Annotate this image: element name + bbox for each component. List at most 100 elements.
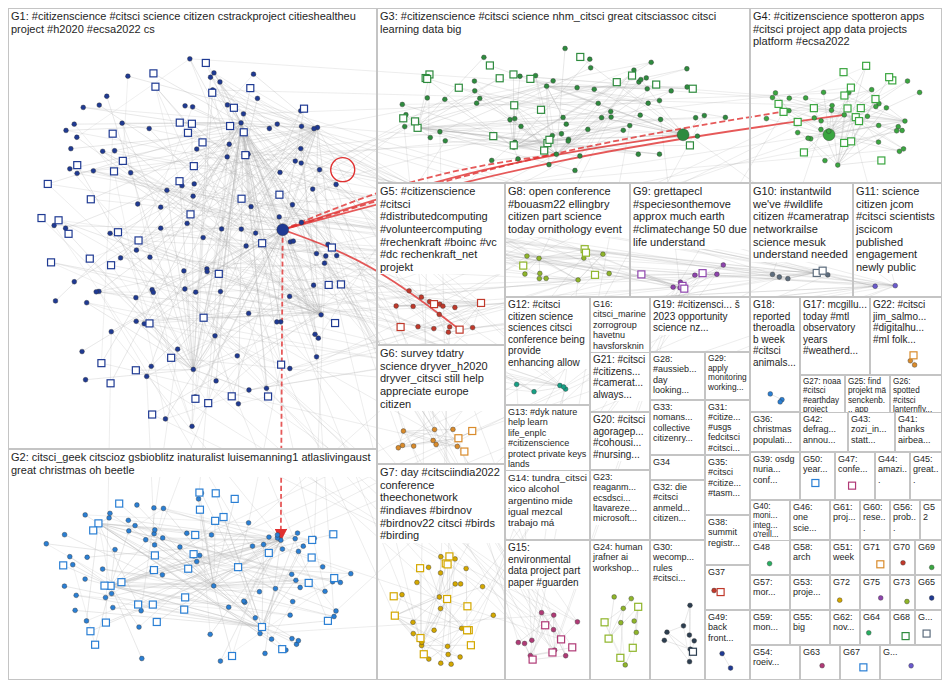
vertex-thumbnail bbox=[65, 230, 72, 237]
vertex bbox=[929, 565, 934, 570]
vertex bbox=[67, 554, 72, 559]
vertex bbox=[126, 518, 131, 523]
vertex bbox=[133, 295, 138, 300]
vertex-thumbnail bbox=[278, 361, 285, 368]
group-box: G18: reported theroadlab week #citsci an… bbox=[750, 297, 800, 412]
vertex bbox=[601, 252, 606, 257]
vertex bbox=[632, 619, 637, 624]
vertex bbox=[278, 170, 283, 175]
group-box: G21: #citsci #citizens... #camerat... al… bbox=[590, 352, 650, 412]
group-label: G71 bbox=[861, 541, 889, 553]
vertex bbox=[537, 276, 542, 281]
group-box: G68 bbox=[890, 610, 915, 645]
vertex-thumbnail bbox=[857, 105, 864, 112]
vertex-thumbnail bbox=[212, 490, 219, 497]
vertex bbox=[235, 353, 240, 358]
group-label: G53: proje... bbox=[791, 576, 829, 599]
vertex bbox=[416, 324, 421, 329]
vertex-link bbox=[163, 538, 281, 540]
group-box: G10: instantwild we've #wildlife citizen… bbox=[750, 183, 853, 297]
vertex bbox=[411, 444, 416, 449]
vertex bbox=[161, 506, 166, 511]
vertex bbox=[438, 661, 443, 666]
vertex-link bbox=[620, 608, 623, 657]
vertex bbox=[434, 442, 439, 447]
vertex bbox=[164, 188, 169, 193]
group-box: G60: rese... bbox=[860, 500, 890, 540]
vertex bbox=[544, 84, 549, 89]
vertex bbox=[112, 148, 117, 153]
group-label: G68 bbox=[891, 611, 914, 623]
vertex bbox=[646, 101, 651, 106]
vertex-link bbox=[99, 291, 276, 588]
group-label: G43: zozi_in... statt... bbox=[849, 413, 894, 446]
vertex bbox=[70, 562, 75, 567]
vertex bbox=[190, 104, 195, 109]
vertex bbox=[264, 386, 269, 391]
group-label: G27: noaa #citsci #earthday project bbox=[801, 376, 844, 415]
vertex bbox=[103, 595, 108, 600]
vertex bbox=[323, 589, 328, 594]
vertex-link bbox=[157, 567, 238, 622]
vertex bbox=[900, 128, 905, 133]
vertex bbox=[338, 580, 343, 585]
vertex bbox=[258, 631, 263, 636]
vertex bbox=[514, 382, 519, 387]
vertex-thumbnail bbox=[847, 84, 854, 91]
group-box: G7: day #citsciindia2022 conference thee… bbox=[377, 464, 505, 680]
vertex bbox=[97, 103, 102, 108]
group-label: G31: #citize... #usgs fedcitsci #citsci.… bbox=[706, 401, 749, 454]
vertex bbox=[290, 636, 295, 641]
vertex-thumbnail bbox=[265, 549, 272, 556]
group-label: G6: survey tdatry science dryver_h2020 d… bbox=[378, 346, 504, 411]
group-box: G40: moni... integ... o'reill... bbox=[750, 500, 790, 540]
group-box: G56: prob... bbox=[890, 500, 920, 540]
vertex bbox=[442, 97, 447, 102]
group-label: G56: prob... bbox=[891, 501, 919, 534]
vertex-link bbox=[683, 605, 690, 626]
vertex bbox=[901, 560, 906, 565]
vertex bbox=[310, 187, 315, 192]
vertex bbox=[218, 289, 223, 294]
vertex bbox=[246, 311, 251, 316]
vertex-link bbox=[398, 440, 433, 447]
vertex bbox=[563, 653, 568, 658]
vertex-link bbox=[238, 567, 255, 618]
vertex-thumbnail bbox=[196, 489, 203, 496]
vertex bbox=[411, 304, 416, 309]
vertex-link bbox=[122, 123, 328, 621]
vertex bbox=[144, 374, 149, 379]
vertex-thumbnail bbox=[527, 75, 534, 82]
vertex bbox=[322, 261, 327, 266]
vertex bbox=[714, 272, 719, 277]
vertex-link bbox=[180, 547, 262, 627]
vertex-thumbnail bbox=[510, 142, 517, 149]
vertex bbox=[44, 541, 49, 546]
group-label: G33: nomans... collective citizenry... bbox=[651, 401, 704, 444]
vertex bbox=[415, 580, 420, 585]
vertex-link bbox=[420, 599, 447, 638]
vertex-thumbnail bbox=[490, 133, 497, 140]
group-label: G30: wecomp... rules #citsci... bbox=[651, 541, 704, 584]
group-label: G23: reaganm... ecsdsci... ltavareze... … bbox=[591, 471, 649, 525]
vertex bbox=[75, 171, 80, 176]
group-label: G46: one scie... bbox=[791, 501, 829, 534]
vertex bbox=[470, 325, 475, 330]
vertex-thumbnail bbox=[199, 139, 206, 146]
vertex bbox=[561, 385, 566, 390]
vertex-link bbox=[262, 558, 312, 628]
vertex bbox=[332, 614, 337, 619]
vertex-thumbnail bbox=[150, 70, 157, 77]
vertex-thumbnail bbox=[109, 130, 116, 137]
group-box: G29: apply monitoring working... bbox=[705, 352, 750, 400]
vertex bbox=[182, 287, 187, 292]
vertex bbox=[298, 146, 303, 151]
vertex bbox=[587, 57, 592, 62]
vertex bbox=[187, 56, 192, 61]
vertex-thumbnail bbox=[478, 299, 485, 306]
vertex bbox=[247, 388, 252, 393]
vertex bbox=[819, 118, 824, 123]
vertex bbox=[578, 154, 583, 159]
vertex bbox=[81, 105, 86, 110]
